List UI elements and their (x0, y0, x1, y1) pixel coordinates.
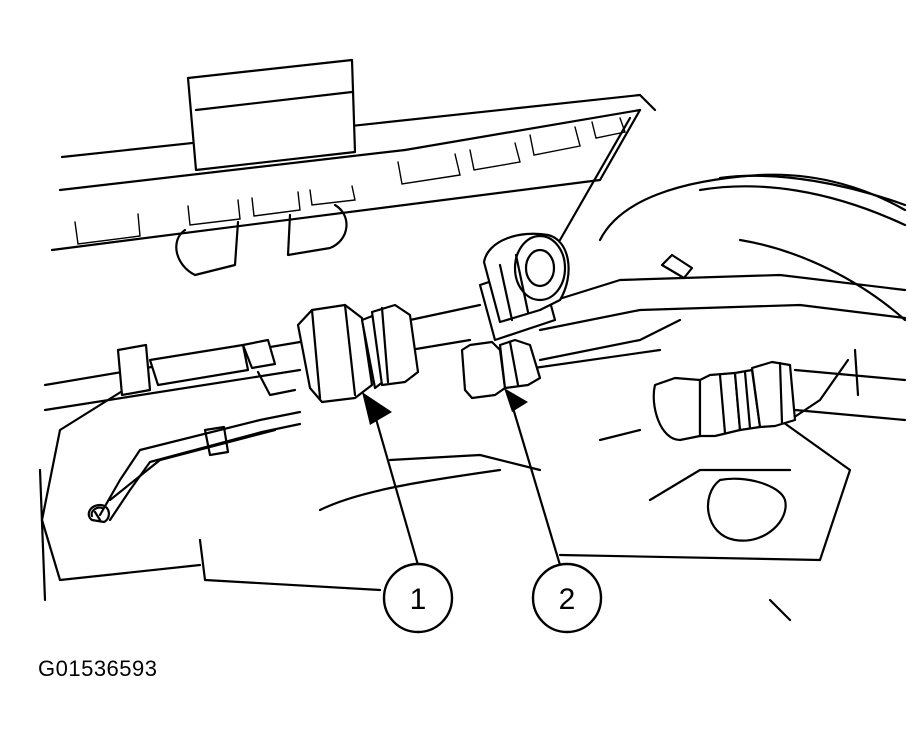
arrowhead-2 (504, 388, 528, 412)
upper-housing (50, 58, 657, 277)
upper-housing-tab (186, 58, 357, 172)
figure-id: G01536593 (38, 656, 158, 681)
callout-2: 2 (531, 562, 603, 634)
fuel-tube (43, 253, 907, 522)
callout-2-label: 2 (559, 583, 576, 616)
callout-leader-1 (362, 392, 420, 567)
callout-leader-2 (504, 388, 562, 567)
flexible-coupling (652, 360, 907, 442)
callout-1-label: 1 (410, 583, 427, 616)
lower-bracket (38, 348, 860, 622)
fitting-nut-1 (296, 303, 420, 404)
fitting-nut-2 (460, 116, 632, 400)
large-hose (598, 173, 907, 322)
callout-1: 1 (382, 562, 454, 634)
